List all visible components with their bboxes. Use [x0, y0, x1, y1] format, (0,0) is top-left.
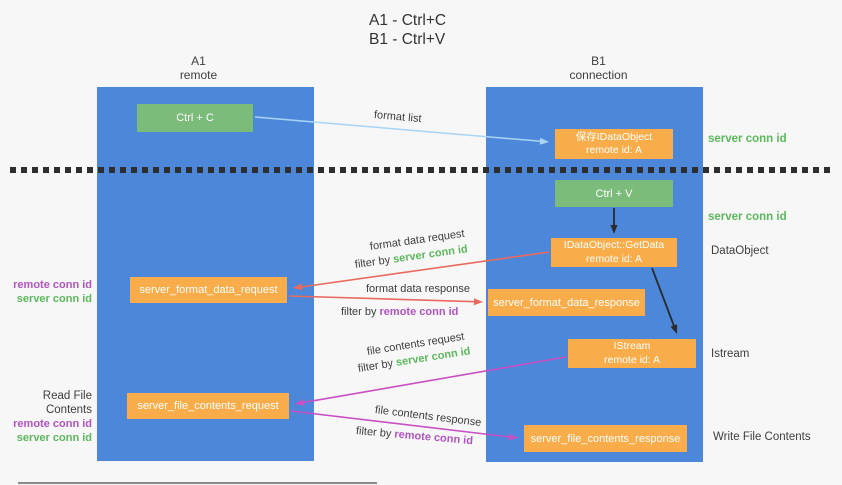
node-save-idataobject-line2: remote id: A — [585, 144, 643, 156]
label-filter-by-remote-conn-id-2: filter by remote conn id — [355, 425, 473, 447]
filter-by-text: filter by — [355, 425, 392, 441]
node-server-format-data-request: server_format_data_request — [130, 277, 287, 303]
lifeline-a1-subtitle: remote — [179, 68, 218, 82]
lifeline-header-a1: A1 remote — [90, 54, 307, 82]
label-format-list: format list — [373, 109, 423, 126]
node-server-file-contents-request: server_file_contents_request — [127, 393, 289, 419]
label-remote-conn-id-left-1: remote conn id — [13, 279, 92, 291]
node-save-idataobject-line1: 保存IDataObject — [575, 130, 653, 143]
label-dataobject: DataObject — [711, 245, 769, 257]
node-server-format-data-response-label: server_format_data_response — [493, 296, 640, 309]
phase-separator-line — [10, 167, 834, 173]
node-ctrl-c: Ctrl + C — [137, 104, 253, 132]
label-file-contents-response: file contents response — [374, 404, 482, 429]
lifeline-a1-name: A1 — [191, 54, 206, 68]
node-server-file-contents-request-label: server_file_contents_request — [137, 400, 279, 412]
label-istream: Istream — [711, 348, 750, 360]
filter-by-text: filter by — [341, 306, 377, 318]
label-read-file-contents: Read File Contents — [42, 390, 92, 416]
node-istream-line1: IStream — [613, 340, 651, 352]
lifeline-b1-subtitle: connection — [569, 68, 628, 82]
node-server-file-contents-response-label: server_file_contents_response — [530, 432, 681, 445]
lifeline-b1-name: B1 — [591, 54, 606, 68]
left-conn-id-stack-1: remote conn id server conn id — [0, 278, 92, 306]
node-idataobject-getdata: IDataObject::GetData remote id: A — [551, 238, 677, 267]
node-server-format-data-request-label: server_format_data_request — [139, 284, 278, 296]
label-server-conn-id-left-2: server conn id — [16, 432, 92, 444]
node-server-format-data-response: server_format_data_response — [488, 289, 645, 316]
filter-by-text: filter by — [357, 357, 394, 375]
title-line-1: A1 - Ctrl+C — [369, 12, 447, 29]
label-remote-conn-id-left-2: remote conn id — [13, 418, 92, 430]
node-save-idataobject: 保存IDataObject remote id: A — [555, 129, 673, 159]
bottom-window-edge — [18, 482, 377, 484]
label-server-conn-id-left-1: server conn id — [16, 293, 92, 305]
diagram-title: A1 - Ctrl+C B1 - Ctrl+V — [369, 11, 446, 49]
remote-conn-id-text: remote conn id — [393, 428, 474, 448]
label-filter-by-remote-conn-id-1: filter by remote conn id — [341, 306, 458, 318]
label-server-conn-id-mid: server conn id — [708, 211, 787, 223]
label-format-data-response: format data response — [366, 283, 470, 295]
arrowhead-format-data-response — [473, 298, 483, 306]
node-istream: IStream remote id: A — [568, 339, 696, 368]
node-ctrl-v-label: Ctrl + V — [595, 187, 633, 200]
lifeline-header-b1: B1 connection — [490, 54, 707, 82]
remote-conn-id-text: remote conn id — [379, 306, 459, 318]
node-idataobject-getdata-line1: IDataObject::GetData — [563, 239, 665, 251]
arrow-format-data-response — [288, 295, 476, 303]
node-ctrl-c-label: Ctrl + C — [176, 112, 214, 124]
title-line-2: B1 - Ctrl+V — [369, 31, 446, 48]
label-server-conn-id-top: server conn id — [708, 133, 787, 145]
node-istream-line2: remote id: A — [603, 353, 661, 366]
node-server-file-contents-response: server_file_contents_response — [524, 425, 687, 452]
node-idataobject-getdata-line2: remote id: A — [585, 252, 643, 265]
node-ctrl-v: Ctrl + V — [555, 180, 673, 207]
label-write-file-contents: Write File Contents — [713, 431, 811, 443]
filter-by-text: filter by — [354, 254, 391, 271]
left-conn-id-stack-2: Read File Contents remote conn id server… — [0, 389, 92, 445]
